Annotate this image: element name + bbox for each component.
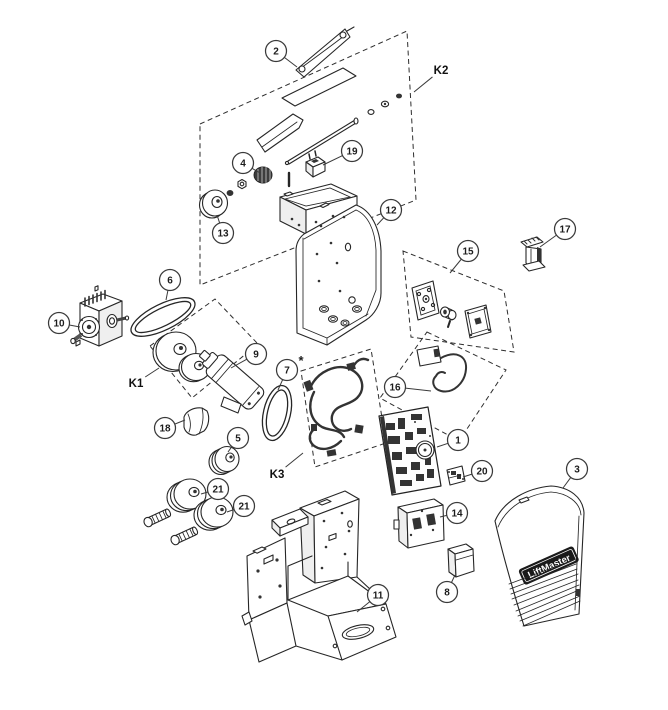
callout-7: 7* xyxy=(275,353,305,391)
part-11-chassis xyxy=(241,490,397,663)
callout-5: 5 xyxy=(226,426,250,453)
k2-rail-bracket xyxy=(256,113,304,153)
k2-shaft xyxy=(284,117,359,188)
k2-terminal-box xyxy=(279,183,358,235)
callout-12: 12 xyxy=(376,198,403,226)
callout-10: 10 xyxy=(47,311,81,335)
callout-9: 9 xyxy=(230,342,268,369)
callout-number: 20 xyxy=(476,467,488,478)
k2-cover-plate xyxy=(281,67,357,107)
callout-number: 19 xyxy=(346,147,358,158)
callout-17: 17 xyxy=(539,217,577,248)
callout-11: 11 xyxy=(356,583,390,613)
kit-box-k2 xyxy=(199,30,417,286)
callout-19: 19 xyxy=(322,139,364,166)
callout-14: 14 xyxy=(439,501,469,525)
part-13-pulley xyxy=(198,189,229,219)
callout-8: 8 xyxy=(435,574,459,604)
callout-2: 2 xyxy=(264,39,298,68)
callout-number: 18 xyxy=(159,424,171,435)
callout-number: 17 xyxy=(559,225,571,236)
kit-label-k2: K2 xyxy=(413,65,449,93)
callout-number: 12 xyxy=(385,206,397,217)
callout-number: 8 xyxy=(444,588,450,599)
part-16-wire xyxy=(416,345,468,393)
part-15-kit-components xyxy=(411,280,492,339)
callout-20: 20 xyxy=(462,459,494,483)
callout-number: 7 xyxy=(284,366,290,377)
part-12-enclosure xyxy=(295,202,382,346)
part-5-pulley xyxy=(208,445,240,476)
kit-label-k3: K3 xyxy=(270,452,304,481)
callout-number: 9 xyxy=(253,350,259,361)
part-9-motor xyxy=(199,349,265,414)
part-6-belt xyxy=(130,297,196,337)
callout-21: 21 xyxy=(226,494,256,518)
kit-box-15 xyxy=(402,250,515,353)
kit-label-text: K3 xyxy=(270,469,285,481)
part-19-switch xyxy=(305,150,326,178)
callout-3: 3 xyxy=(562,457,589,489)
callout-number: 21 xyxy=(212,485,224,496)
part-8-transformer xyxy=(447,543,475,578)
kit-label-text: K2 xyxy=(434,65,449,77)
part-2-release-bracket xyxy=(295,26,355,78)
part-10-gearbox xyxy=(70,285,130,347)
callout-21: 21 xyxy=(200,477,230,501)
callout-15: 15 xyxy=(449,239,480,274)
cover-vents xyxy=(508,558,581,627)
callout-number: 2 xyxy=(273,47,279,58)
callout-4: 4 xyxy=(231,151,261,175)
part-7-belt xyxy=(261,384,293,442)
kit-label-text: K1 xyxy=(129,378,144,390)
kit-label-k1: K1 xyxy=(129,367,160,390)
part-18-cap xyxy=(183,407,210,436)
part-14-power-panel xyxy=(393,498,445,549)
callout-number: 15 xyxy=(462,247,474,258)
k3-harness xyxy=(303,357,370,457)
callout-16: 16 xyxy=(383,375,432,399)
callout-footnote-symbol: * xyxy=(299,353,305,368)
callout-1: 1 xyxy=(436,428,470,452)
kit-box-k1 xyxy=(149,298,259,399)
part-20-module xyxy=(446,465,466,486)
callout-number: 3 xyxy=(574,465,580,476)
callout-number: 1 xyxy=(455,436,461,447)
callout-number: 13 xyxy=(217,229,229,240)
part-4-coupling xyxy=(226,166,273,196)
callout-number: 6 xyxy=(167,276,173,287)
part-17-bracket xyxy=(520,236,546,272)
k2-fasteners xyxy=(367,93,402,115)
callout-number: 10 xyxy=(53,319,65,330)
part-21-bolts xyxy=(143,508,199,546)
part-3-cover: LiftMaster xyxy=(494,485,585,627)
callout-13: 13 xyxy=(211,214,235,245)
callout-number: 21 xyxy=(238,502,250,513)
callout-number: 11 xyxy=(373,591,384,602)
callout-number: 16 xyxy=(389,383,401,394)
callout-number: 4 xyxy=(240,159,246,170)
part-1-control-board xyxy=(378,406,442,496)
callout-number: 5 xyxy=(235,434,241,445)
callout-number: 14 xyxy=(451,509,463,520)
callout-18: 18 xyxy=(153,416,186,440)
callout-6: 6 xyxy=(158,268,182,301)
